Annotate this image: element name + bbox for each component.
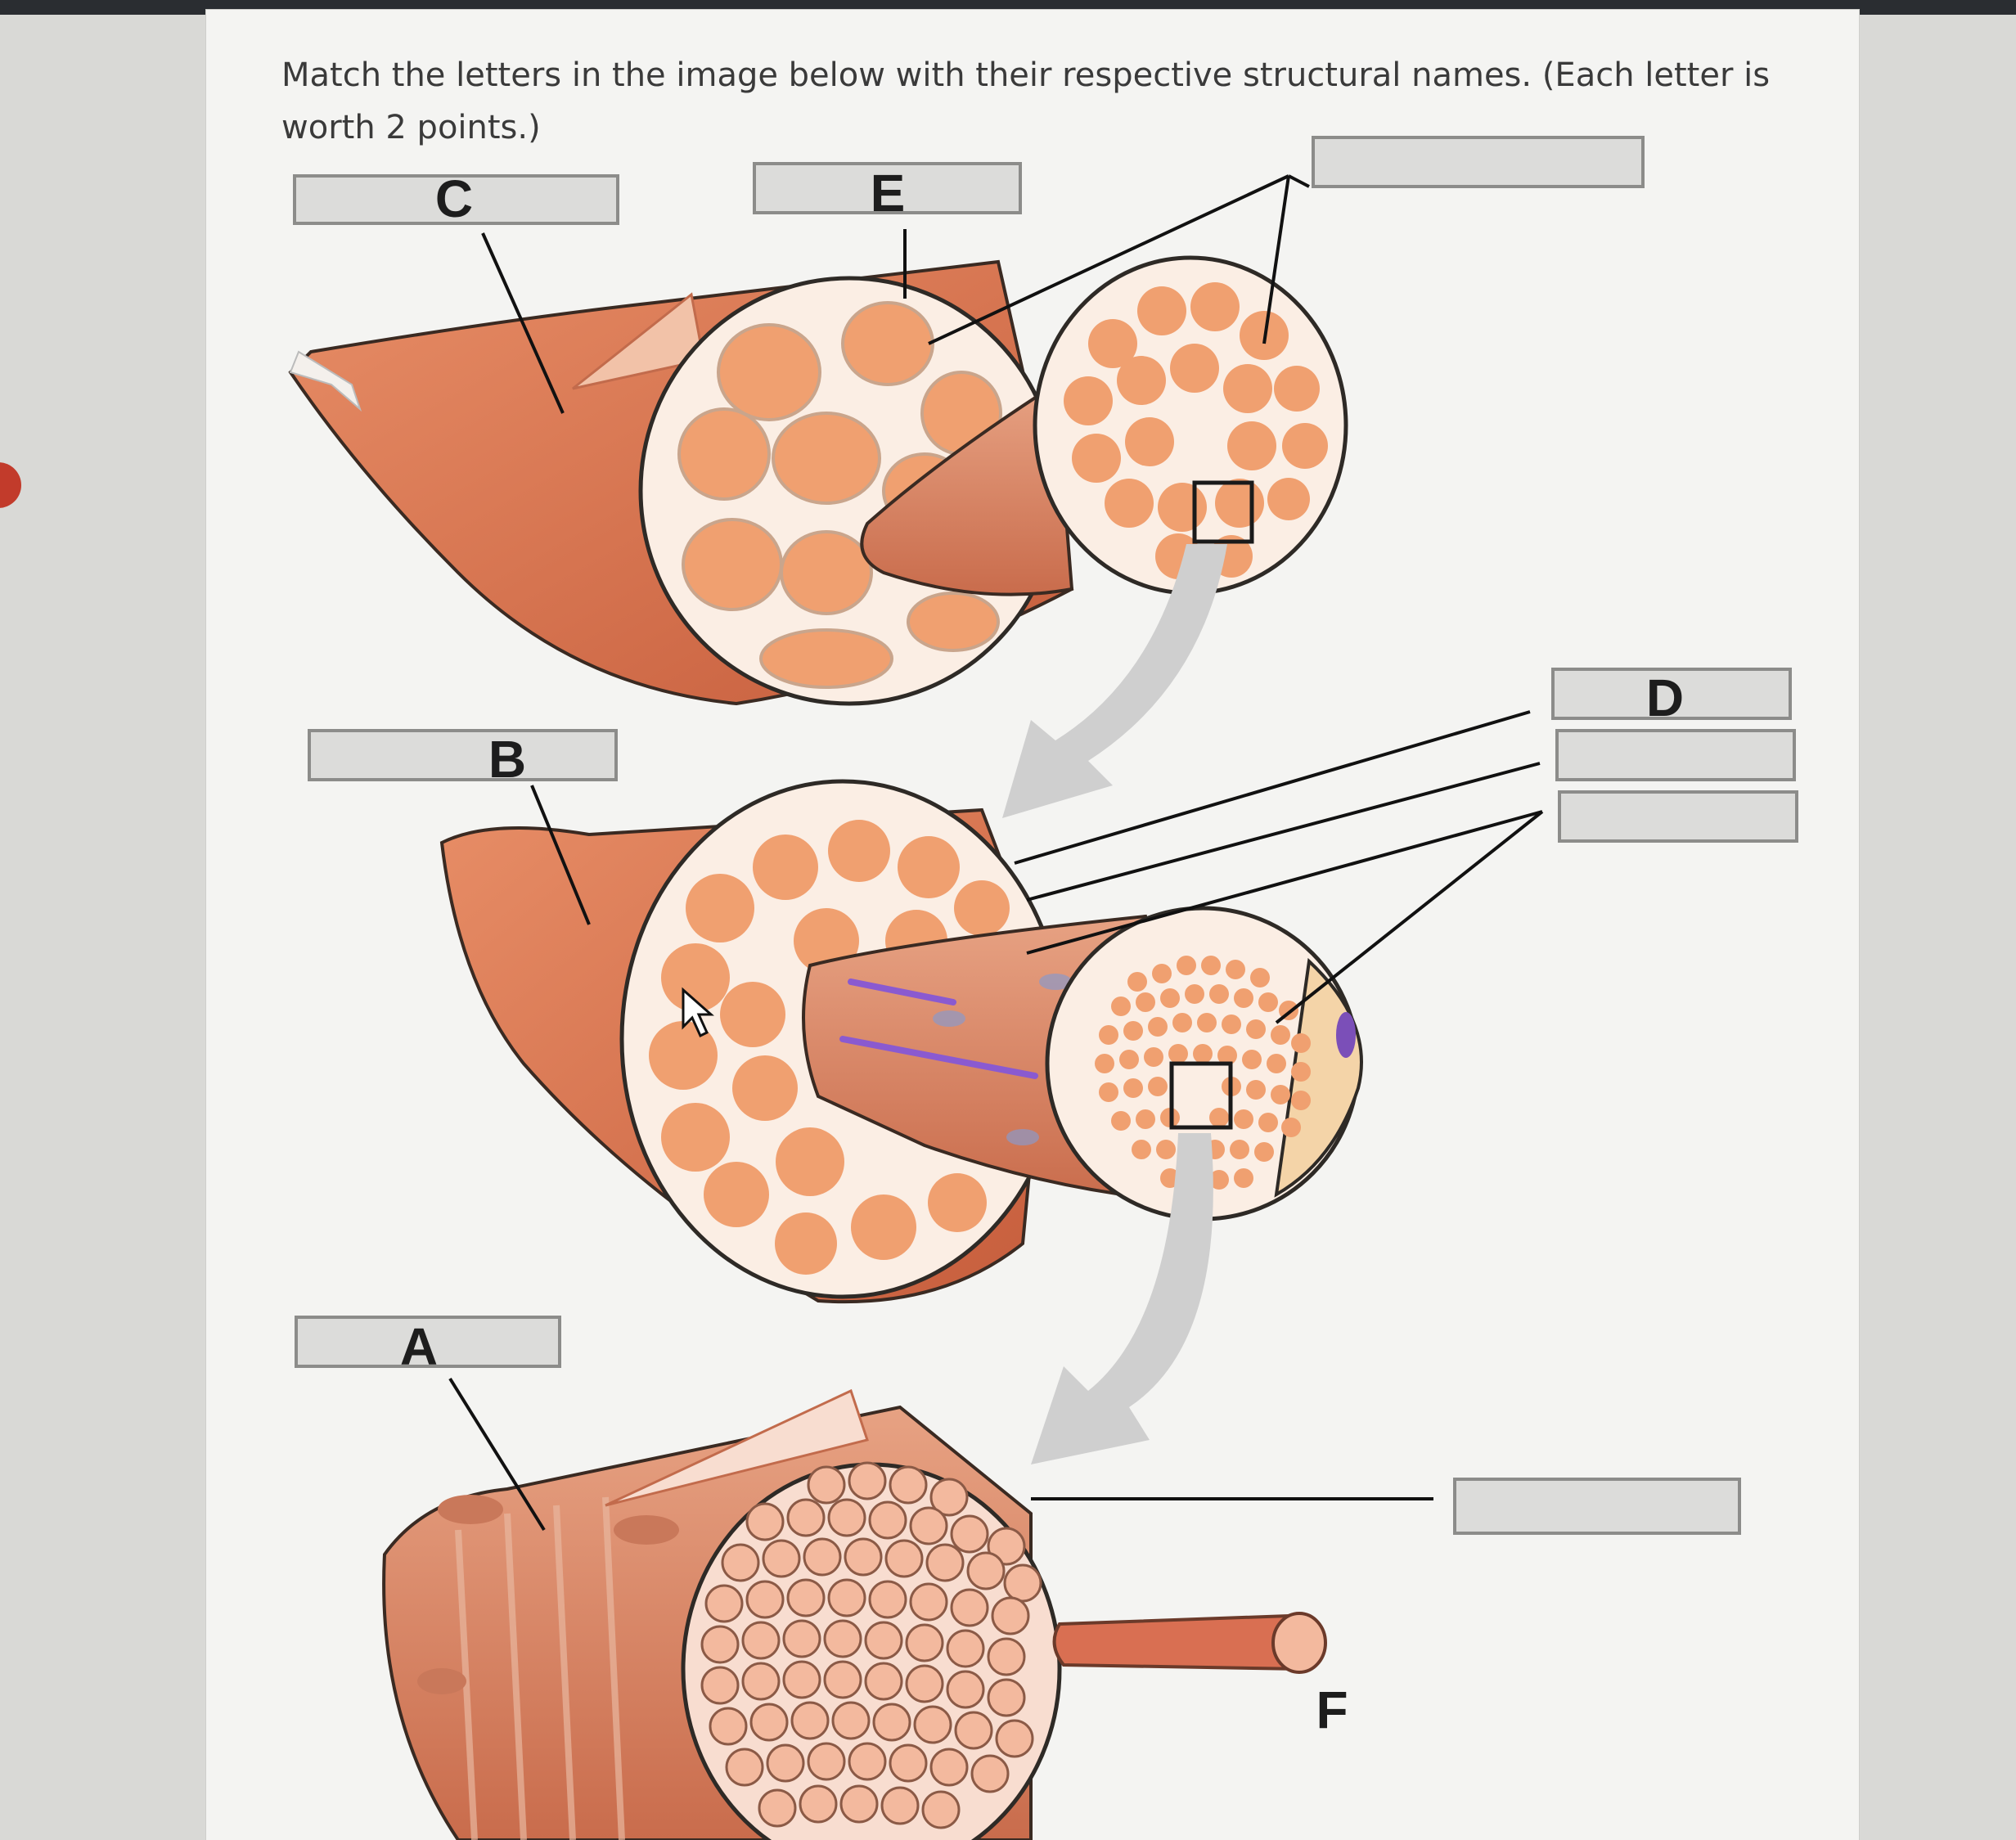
label-box-B[interactable]: B: [308, 729, 618, 789]
nerve-fiber: [848, 978, 956, 1005]
label-box-blank-middle-3[interactable]: [1558, 790, 1798, 843]
label-box-blank-middle-2[interactable]: [1555, 729, 1796, 781]
label-letter-C: C: [435, 169, 473, 228]
label-box-A[interactable]: A: [295, 1316, 561, 1376]
zoom-box-top: [1192, 480, 1254, 544]
fascicle-group: [677, 301, 1002, 689]
zoom-arrow-2: [1031, 1133, 1213, 1464]
nerve-fiber: [839, 1036, 1038, 1079]
whole-muscle-illustration: [288, 255, 1348, 706]
myofibril-cross-section: [1095, 956, 1311, 1190]
myofibril-rod: [1052, 1613, 1305, 1671]
myofibril-bundle: [700, 1461, 1042, 1829]
muscle-fiber-illustration: [382, 1388, 1327, 1840]
leader-lines: [448, 174, 1544, 1532]
zoom-arrow-1: [1002, 544, 1227, 818]
label-box-E[interactable]: E: [753, 162, 1022, 223]
label-letter-F: F: [1316, 1680, 1348, 1739]
zoom-box-middle: [1169, 1061, 1233, 1130]
label-letter-E: E: [871, 164, 906, 223]
label-letter-A: A: [400, 1317, 438, 1376]
mouse-cursor-icon: [682, 987, 714, 1038]
label-box-blank-top-right[interactable]: [1312, 136, 1645, 188]
label-box-blank-bottom-right[interactable]: [1453, 1478, 1741, 1535]
label-box-C[interactable]: C: [293, 169, 619, 228]
label-letter-D: D: [1646, 668, 1684, 727]
muscle-fiber-group: [649, 820, 1010, 1275]
question-text: Match the letters in the image below wit…: [281, 56, 1771, 146]
fascicle-illustration: [439, 779, 1363, 1304]
label-box-D[interactable]: D: [1551, 668, 1792, 727]
label-letter-B: B: [488, 730, 526, 789]
